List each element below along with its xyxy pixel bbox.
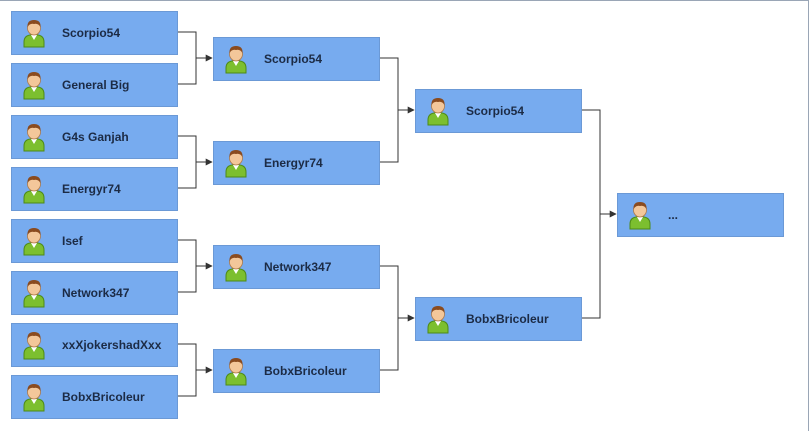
player-name: ... xyxy=(668,208,679,222)
player-name: General Big xyxy=(62,78,130,92)
player-name: Energyr74 xyxy=(264,156,323,170)
connector-r2-m2 xyxy=(380,265,414,371)
player-name: BobxBricoleur xyxy=(466,312,549,326)
round1-player-box[interactable]: xxXjokershadXxx xyxy=(11,323,178,367)
connector-r2-m1 xyxy=(380,57,414,163)
user-avatar-icon xyxy=(224,252,248,282)
user-avatar-icon xyxy=(22,174,46,204)
round1-player-box[interactable]: Scorpio54 xyxy=(11,11,178,55)
final-player-box[interactable]: ... xyxy=(617,193,784,237)
user-avatar-icon xyxy=(426,304,450,334)
round1-player-box[interactable]: Energyr74 xyxy=(11,167,178,211)
player-name: Isef xyxy=(62,234,83,248)
round2-player-box[interactable]: Energyr74 xyxy=(213,141,380,185)
connector-r3-m1 xyxy=(582,109,616,319)
player-name: BobxBricoleur xyxy=(264,364,347,378)
user-avatar-icon xyxy=(22,18,46,48)
round3-player-box[interactable]: Scorpio54 xyxy=(415,89,582,133)
player-name: G4s Ganjah xyxy=(62,130,129,144)
user-avatar-icon xyxy=(426,96,450,126)
user-avatar-icon xyxy=(224,356,248,386)
round2-player-box[interactable]: BobxBricoleur xyxy=(213,349,380,393)
connector-r1-m4 xyxy=(178,343,212,397)
connector-r1-m1 xyxy=(178,31,212,85)
player-name: Scorpio54 xyxy=(62,26,121,40)
round2-player-box[interactable]: Scorpio54 xyxy=(213,37,380,81)
user-avatar-icon xyxy=(22,330,46,360)
player-name: Network347 xyxy=(264,260,332,274)
user-avatar-icon xyxy=(22,382,46,412)
user-avatar-icon xyxy=(224,148,248,178)
connector-r1-m3 xyxy=(178,239,212,293)
round1-player-box[interactable]: G4s Ganjah xyxy=(11,115,178,159)
player-name: Scorpio54 xyxy=(466,104,525,118)
connector-r1-m2 xyxy=(178,135,212,189)
round1-player-box[interactable]: Isef xyxy=(11,219,178,263)
player-name: xxXjokershadXxx xyxy=(62,338,162,352)
round1-player-box[interactable]: Network347 xyxy=(11,271,178,315)
user-avatar-icon xyxy=(22,70,46,100)
user-avatar-icon xyxy=(22,278,46,308)
user-avatar-icon xyxy=(22,122,46,152)
round2-player-box[interactable]: Network347 xyxy=(213,245,380,289)
round1-player-box[interactable]: General Big xyxy=(11,63,178,107)
round1-player-box[interactable]: BobxBricoleur xyxy=(11,375,178,419)
player-name: Network347 xyxy=(62,286,130,300)
user-avatar-icon xyxy=(22,226,46,256)
player-name: BobxBricoleur xyxy=(62,390,145,404)
round3-player-box[interactable]: BobxBricoleur xyxy=(415,297,582,341)
player-name: Scorpio54 xyxy=(264,52,323,66)
user-avatar-icon xyxy=(628,200,652,230)
user-avatar-icon xyxy=(224,44,248,74)
player-name: Energyr74 xyxy=(62,182,121,196)
